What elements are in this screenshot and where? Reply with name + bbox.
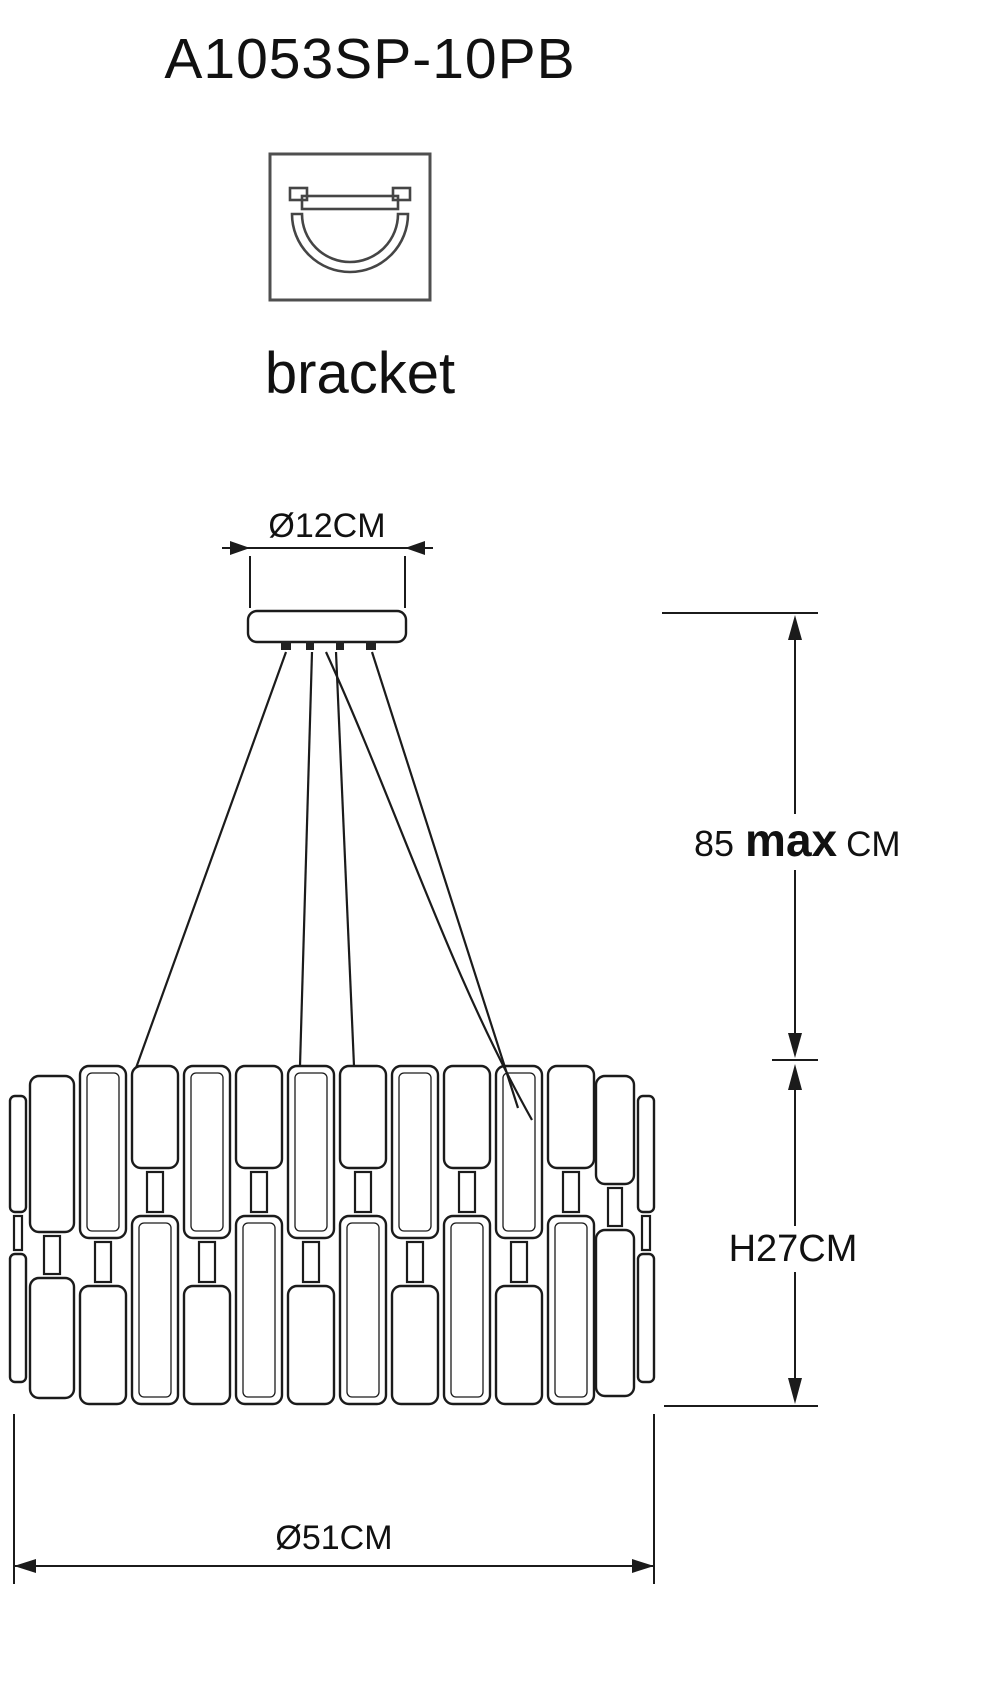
bracket-strap xyxy=(290,212,410,274)
plate-inner-line xyxy=(294,1072,328,1232)
crystal-plate xyxy=(78,1284,128,1406)
arrowhead-down-icon xyxy=(788,1378,802,1404)
suspension-wire xyxy=(134,651,288,1069)
plate-inner-line xyxy=(554,1222,588,1398)
label-mask xyxy=(708,1226,878,1272)
arrowhead-left-icon xyxy=(230,541,250,555)
plate-inner-line xyxy=(502,1072,536,1232)
bracket-icon-frame xyxy=(268,152,432,302)
crystal-plate xyxy=(182,1064,232,1240)
plate-inner-line xyxy=(398,1072,432,1232)
suspension-wire xyxy=(334,651,356,1067)
plate-connector xyxy=(197,1240,217,1284)
plate-connector xyxy=(145,1170,165,1214)
bracket-hook-left xyxy=(288,186,309,202)
crystal-plate xyxy=(286,1064,336,1240)
crystal-plate xyxy=(130,1214,180,1406)
crystal-plate xyxy=(636,1252,656,1384)
crystal-plate xyxy=(8,1094,28,1214)
plate-connector xyxy=(405,1240,425,1284)
ceiling-canopy xyxy=(246,609,408,644)
plate-connector xyxy=(457,1170,477,1214)
bracket-bar xyxy=(300,194,400,211)
suspension-wire xyxy=(298,651,314,1067)
crystal-plate xyxy=(130,1064,180,1170)
crystal-plate xyxy=(442,1064,492,1170)
crystal-plate xyxy=(78,1064,128,1240)
plate-inner-line xyxy=(346,1222,380,1398)
crystal-plate xyxy=(390,1284,440,1406)
plate-inner-line xyxy=(242,1222,276,1398)
crystal-plate xyxy=(442,1214,492,1406)
crystal-plate xyxy=(182,1284,232,1406)
crystal-plate xyxy=(338,1214,388,1406)
crystal-plate xyxy=(8,1252,28,1384)
crystal-plate xyxy=(494,1284,544,1406)
crystal-plate xyxy=(594,1228,636,1398)
bracket-label: bracket xyxy=(264,341,456,406)
dim-shade-height-label: H27CM xyxy=(729,1228,858,1270)
plate-connector xyxy=(301,1240,321,1284)
plate-inner-line xyxy=(138,1222,172,1398)
plate-connector xyxy=(353,1170,373,1214)
plate-inner-line xyxy=(190,1072,224,1232)
arrowhead-down-icon xyxy=(788,1033,802,1058)
label-mask xyxy=(684,814,910,870)
plate-connector xyxy=(93,1240,113,1284)
arrowhead-left-icon xyxy=(14,1559,36,1573)
plate-inner-line xyxy=(450,1222,484,1398)
arrowhead-right-icon xyxy=(405,541,425,555)
plate-connector xyxy=(249,1170,269,1214)
crystal-plate xyxy=(338,1064,388,1170)
crystal-plate xyxy=(546,1064,596,1170)
crystal-plate xyxy=(234,1064,284,1170)
plate-connector xyxy=(509,1240,529,1284)
crystal-plate xyxy=(494,1064,544,1240)
plate-connector xyxy=(606,1186,624,1228)
crystal-shade xyxy=(8,1064,656,1406)
dim-shade-diameter-label: Ø51CM xyxy=(275,1519,392,1557)
wire-attachment xyxy=(366,641,376,650)
plate-inner-line xyxy=(86,1072,120,1232)
plate-connector xyxy=(561,1170,581,1214)
wire-attachment xyxy=(336,641,344,650)
crystal-plate xyxy=(636,1094,656,1214)
bracket-icon xyxy=(268,152,432,302)
dim-canopy-diameter-label: Ø12CM xyxy=(268,507,385,545)
arrowhead-up-icon xyxy=(788,615,802,640)
page-title: A1053SP-10PB xyxy=(164,27,576,91)
crystal-plate xyxy=(234,1214,284,1406)
plate-connector xyxy=(42,1234,62,1276)
bracket-hook-right xyxy=(391,186,412,202)
crystal-plate xyxy=(546,1214,596,1406)
plate-connector xyxy=(640,1214,652,1252)
arrowhead-up-icon xyxy=(788,1064,802,1090)
power-cable xyxy=(324,651,533,1121)
crystal-plate xyxy=(390,1064,440,1240)
crystal-plate xyxy=(28,1074,76,1234)
suspension-wire xyxy=(370,651,520,1109)
wire-attachment xyxy=(281,641,291,650)
wire-attachment xyxy=(306,641,314,650)
arrowhead-right-icon xyxy=(632,1559,654,1573)
crystal-plate xyxy=(28,1276,76,1400)
crystal-plate xyxy=(286,1284,336,1406)
plate-connector xyxy=(12,1214,24,1252)
crystal-plate xyxy=(594,1074,636,1186)
